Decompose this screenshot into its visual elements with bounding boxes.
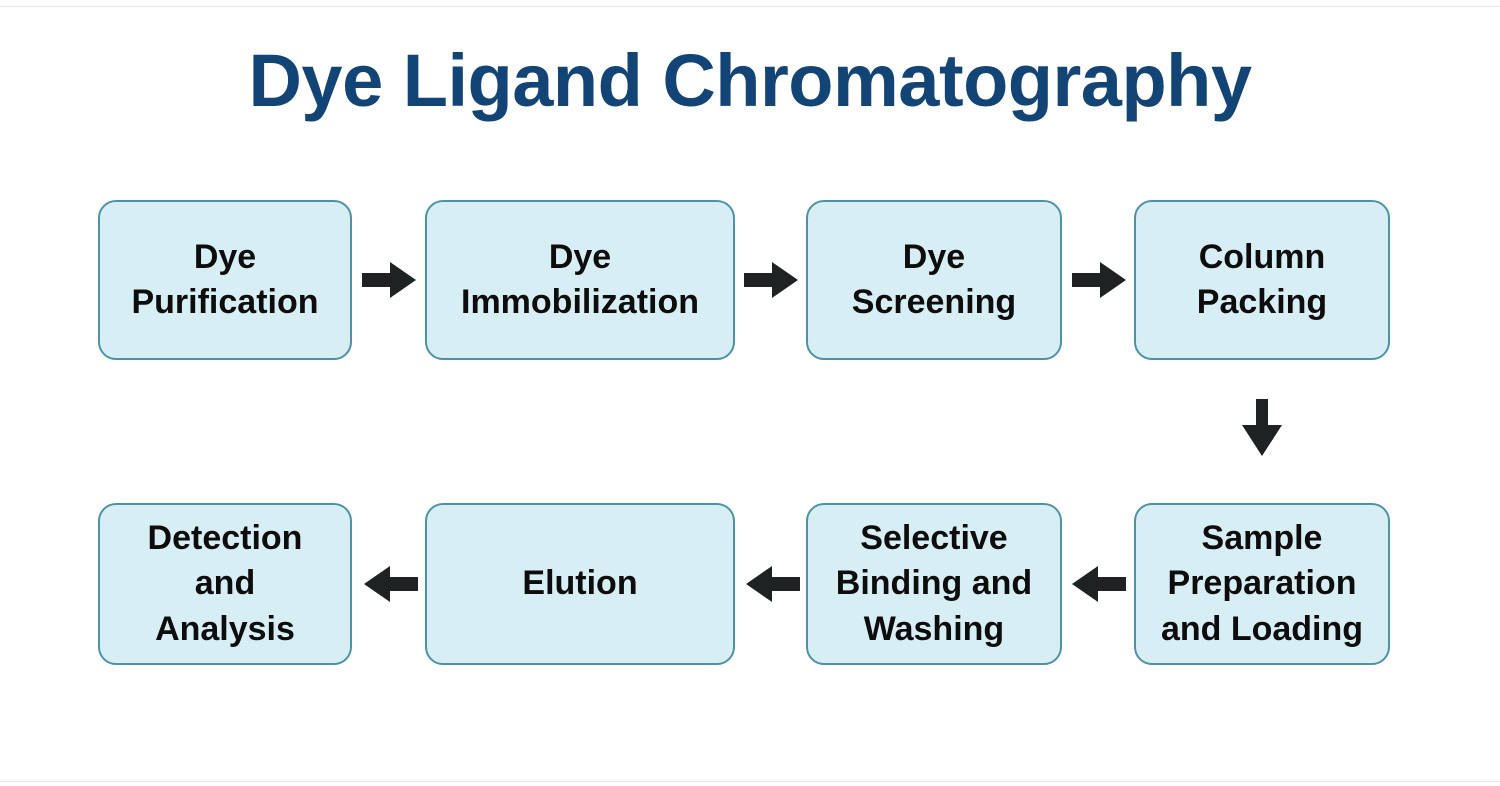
- node-sample-preparation-and-loading[interactable]: Sample Preparation and Loading: [1134, 503, 1390, 665]
- node-label-line: Detection: [147, 519, 303, 558]
- node-selective-binding-and-washing[interactable]: Selective Binding and Washing: [806, 503, 1062, 665]
- arrow-right-icon: [360, 258, 418, 302]
- top-rule: [0, 6, 1500, 7]
- arrow-left-icon: [360, 562, 420, 606]
- node-label-line: Dye: [548, 237, 612, 276]
- node-dye-screening[interactable]: Dye Screening: [806, 200, 1062, 360]
- node-label-line: Screening: [851, 283, 1017, 321]
- node-label-line: Dye: [193, 237, 257, 276]
- arrow-left-icon: [1068, 562, 1128, 606]
- node-elution[interactable]: Elution: [425, 503, 735, 665]
- page-title: Dye Ligand Chromatography: [248, 39, 1252, 122]
- arrow-right-icon: [742, 258, 800, 302]
- arrow-down-icon: [1239, 397, 1285, 459]
- node-column-packing[interactable]: Column Packing: [1134, 200, 1390, 360]
- node-label-line: Selective: [860, 519, 1008, 558]
- arrow-right-icon: [1070, 258, 1128, 302]
- node-label-line: and Loading: [1160, 609, 1364, 648]
- node-detection-and-analysis[interactable]: Detection and Analysis: [98, 503, 352, 665]
- node-label-line: Column: [1198, 237, 1326, 276]
- bottom-rule: [0, 781, 1500, 782]
- node-label-line: Elution: [522, 564, 638, 603]
- node-label-line: Analysis: [155, 609, 295, 648]
- node-dye-purification[interactable]: Dye Purification: [98, 200, 352, 360]
- node-dye-immobilization[interactable]: Dye Immobilization: [425, 200, 735, 360]
- node-label-line: Binding and: [835, 564, 1033, 603]
- arrow-left-icon: [742, 562, 802, 606]
- node-label-line: Purification: [131, 283, 319, 321]
- node-label-line: Dye: [902, 237, 966, 276]
- node-label-line: Sample: [1201, 519, 1323, 558]
- node-label-line: and: [194, 564, 256, 603]
- node-label-line: Immobilization: [461, 283, 699, 321]
- node-label-line: Preparation: [1167, 564, 1357, 603]
- node-label-line: Packing: [1196, 283, 1328, 321]
- node-label-line: Washing: [863, 609, 1005, 648]
